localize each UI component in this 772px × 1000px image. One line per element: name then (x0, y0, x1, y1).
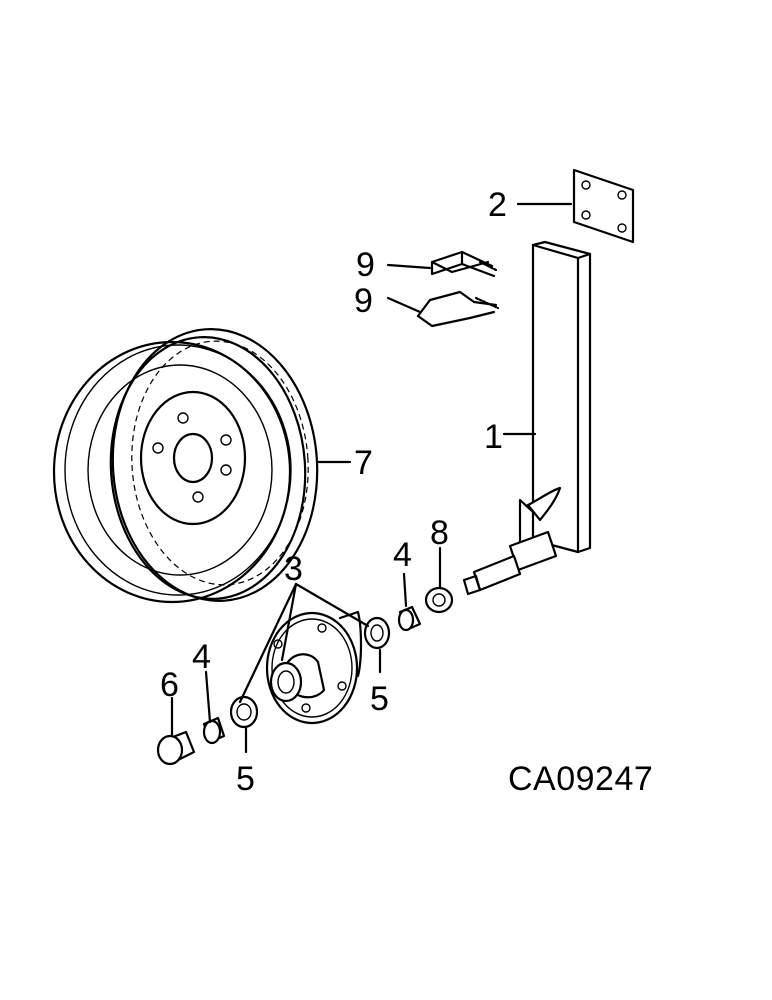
drawing-code: CA09247 (508, 760, 653, 798)
callout-5-left: 5 (236, 760, 255, 798)
callout-2: 2 (488, 186, 507, 224)
u-bolt-upper (430, 250, 498, 278)
inner-bearing-cup (229, 695, 259, 729)
wheel-rim (52, 328, 319, 604)
callout-9-lower: 9 (354, 282, 373, 320)
callout-4-left: 4 (192, 638, 211, 676)
callout-9-upper: 9 (356, 246, 375, 284)
leader-lines (170, 202, 573, 754)
callout-3: 3 (284, 550, 303, 588)
callout-5-right: 5 (370, 680, 389, 718)
outer-bearing-cone (397, 605, 422, 632)
callout-6: 6 (160, 666, 179, 704)
callout-8: 8 (430, 514, 449, 552)
wheel-hub (265, 610, 363, 725)
u-bolt-lower (416, 290, 500, 328)
callout-1: 1 (484, 418, 503, 456)
callout-7: 7 (354, 444, 373, 482)
dust-cap (156, 730, 196, 766)
seal-washer (424, 586, 454, 614)
callout-4-right: 4 (393, 536, 412, 574)
outer-bearing-cup (363, 616, 391, 650)
callout-labels: 1 2 9 9 7 3 4 8 5 4 6 5 (160, 186, 507, 798)
mounting-plate (572, 168, 635, 244)
inner-bearing-cone (202, 716, 226, 745)
wheel-standard (462, 240, 592, 596)
